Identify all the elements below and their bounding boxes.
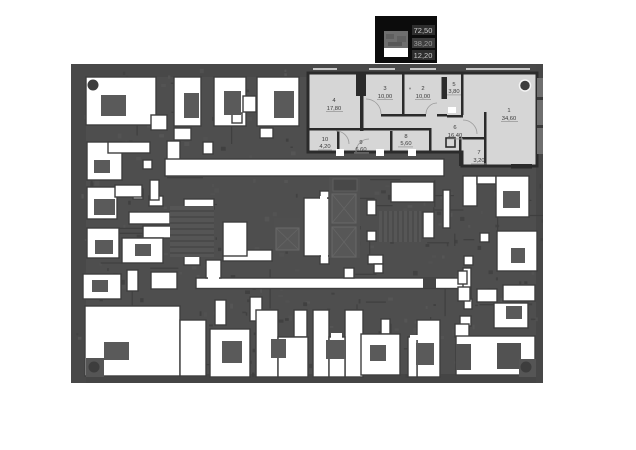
svg-text:8: 8 [404, 134, 407, 140]
svg-text:6: 6 [453, 125, 456, 131]
svg-text:3,80: 3,80 [448, 89, 459, 95]
svg-text:10: 10 [322, 137, 328, 143]
svg-text:72,50: 72,50 [414, 26, 433, 35]
svg-text:10,00: 10,00 [416, 94, 431, 100]
svg-text:3,20: 3,20 [473, 158, 484, 164]
svg-text:6,60: 6,60 [355, 147, 366, 153]
svg-text:5,60: 5,60 [400, 141, 411, 147]
svg-text:4,20: 4,20 [319, 144, 330, 150]
svg-text:7: 7 [477, 150, 480, 156]
svg-text:9: 9 [359, 140, 362, 146]
svg-text:16,40: 16,40 [448, 133, 463, 139]
svg-text:4: 4 [332, 98, 336, 104]
svg-text:12,20: 12,20 [414, 51, 433, 60]
svg-text:1: 1 [507, 108, 510, 114]
svg-text:2: 2 [421, 86, 424, 92]
svg-text:38,20: 38,20 [414, 39, 433, 48]
svg-text:34,60: 34,60 [502, 116, 517, 122]
svg-text:3: 3 [383, 86, 386, 92]
svg-text:5: 5 [452, 82, 455, 88]
svg-text:17,80: 17,80 [327, 106, 342, 112]
svg-text:10,00: 10,00 [378, 94, 393, 100]
